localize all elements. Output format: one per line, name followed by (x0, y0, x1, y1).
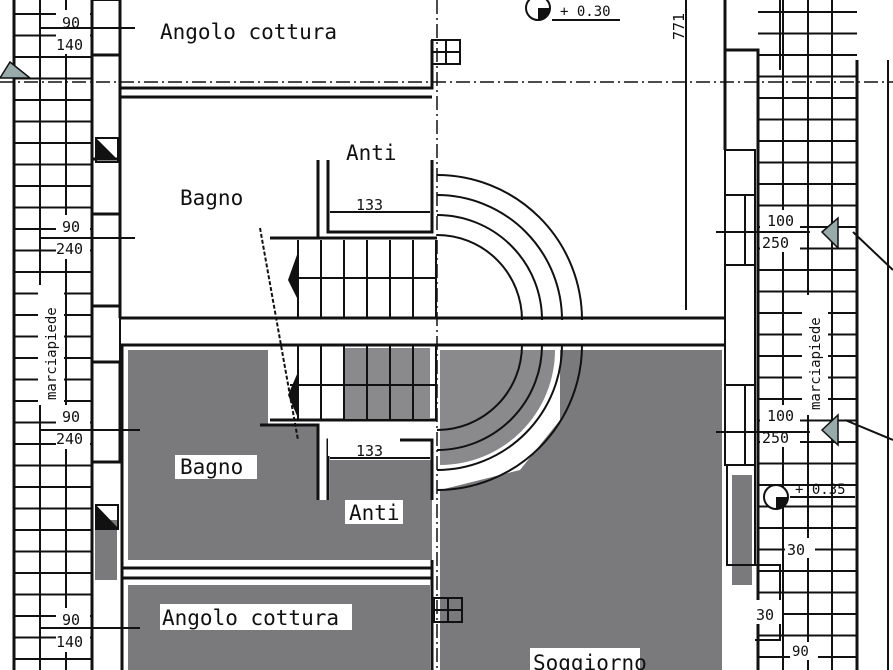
stair-arrow-icon (288, 372, 298, 418)
level-right: + 0.35 (795, 482, 846, 498)
dim-30a: 30 (787, 541, 805, 559)
window-arrow-icon (820, 216, 839, 250)
room-labels: Angolo cottura Bagno Anti Bagno Anti Ang… (160, 20, 647, 670)
dim-30b: 30 (756, 606, 774, 624)
room-kitchen-bottom: Angolo cottura (162, 606, 339, 630)
room-bath-bottom: Bagno (180, 455, 243, 479)
dim-right-1b: 250 (762, 234, 789, 252)
level-marker-top: + 0.30 (525, 0, 620, 21)
dim-left-1b: 140 (56, 36, 83, 54)
dim-anti-top: 133 (356, 196, 383, 214)
staircase (259, 174, 583, 491)
left-wall (90, 0, 122, 530)
dimension-labels: 90 140 90 240 90 240 90 140 100 250 100 … (40, 10, 818, 660)
room-kitchen-top: Angolo cottura (160, 20, 337, 44)
dim-right-2a: 100 (767, 407, 794, 425)
dim-left-4a: 90 (62, 611, 80, 629)
shaft-icon (96, 138, 118, 160)
level-top: + 0.30 (560, 4, 611, 20)
dim-anti-bottom: 133 (356, 442, 383, 460)
window-arrow-icon (0, 60, 33, 79)
dim-771: 771 (670, 13, 688, 40)
dim-left-3a: 90 (62, 408, 80, 426)
dim-left-1a: 90 (62, 14, 80, 32)
upper-unit-walls (118, 0, 760, 386)
level-marker-right: + 0.35 (763, 482, 855, 510)
room-bath-top: Bagno (180, 186, 243, 210)
dim-left-2a: 90 (62, 218, 80, 236)
room-living: Soggiorno (533, 651, 647, 670)
room-anti-bottom: Anti (349, 501, 400, 525)
room-anti-top: Anti (346, 141, 397, 165)
dim-90: 90 (792, 644, 809, 660)
dim-right-1a: 100 (767, 212, 794, 230)
shaft-icon (96, 505, 118, 528)
sidewalk-right-label: marciapiede (808, 317, 824, 410)
dim-left-4b: 140 (56, 633, 83, 651)
window-arrow-icon (820, 413, 839, 447)
dim-left-2b: 240 (56, 240, 83, 258)
stair-arrow-icon (288, 252, 298, 300)
sidewalk-left-label: marciapiede (44, 307, 60, 400)
dim-right-2b: 250 (762, 429, 789, 447)
lower-unit-walls (120, 345, 781, 670)
dim-left-3b: 240 (56, 430, 83, 448)
